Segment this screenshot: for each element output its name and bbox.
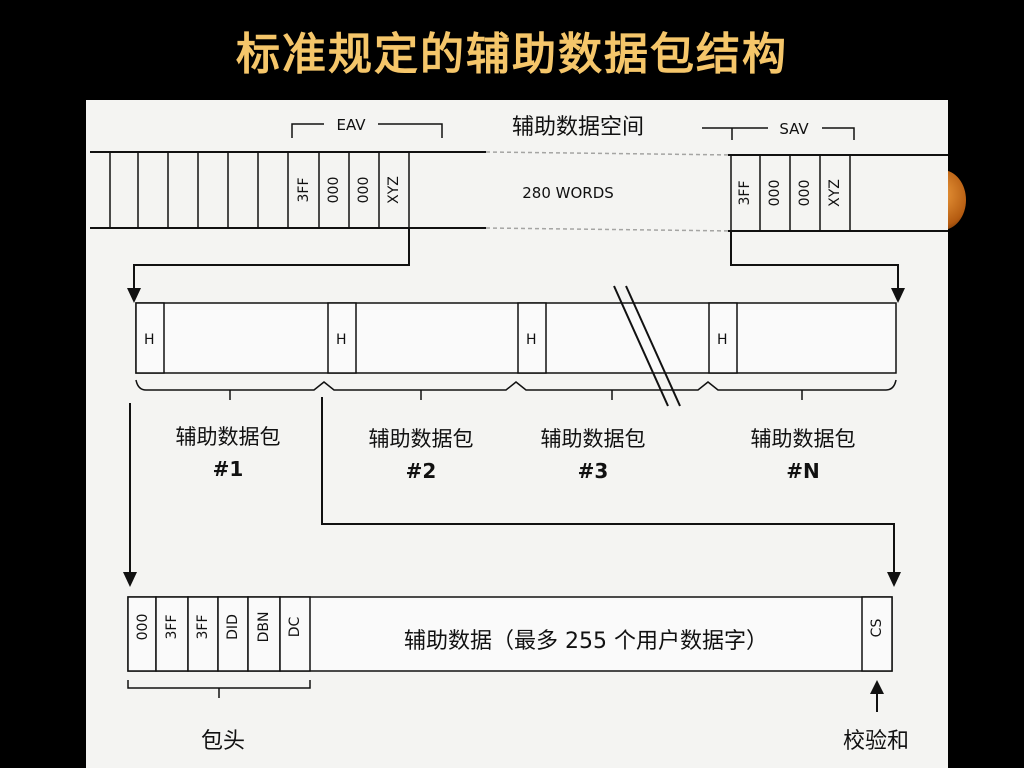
eav-word: 000 xyxy=(326,177,342,204)
header-field: 3FF xyxy=(195,614,211,639)
checksum-field: CS xyxy=(869,619,885,638)
sav-label: SAV xyxy=(779,120,809,138)
header-brace xyxy=(127,680,311,698)
words-count-label: 280 WORDS xyxy=(522,184,614,202)
eav-word: XYZ xyxy=(386,176,402,204)
packet-label-number: #2 xyxy=(406,459,437,483)
packet-label-number: #1 xyxy=(213,457,244,481)
sav-bracket: SAV xyxy=(702,120,855,140)
sav-word: 000 xyxy=(767,180,783,207)
connector-arrows-top xyxy=(127,228,905,303)
video-line xyxy=(90,151,948,232)
ancillary-packet-diagram: EAV SAV 辅助数据空间 280 WORDS 3FF 000 000 XYZ… xyxy=(90,115,948,754)
packet-label-number: #N xyxy=(786,459,820,483)
user-data-label: 辅助数据（最多 255 个用户数据字） xyxy=(404,629,768,654)
packet-label-name: 辅助数据包 xyxy=(369,427,474,451)
header-field: 000 xyxy=(135,614,151,641)
packet-header-marker: H xyxy=(336,332,347,348)
header-field: DID xyxy=(225,614,241,640)
packet-braces xyxy=(135,379,897,400)
sav-word: XYZ xyxy=(827,179,843,207)
packet-header-marker: H xyxy=(717,332,728,348)
checksum-arrow xyxy=(870,680,884,712)
packet-row xyxy=(135,285,897,407)
sav-word: 000 xyxy=(797,180,813,207)
packet-header-marker: H xyxy=(144,332,155,348)
slide-title: 标准规定的辅助数据包结构 xyxy=(236,29,788,80)
packet-label-name: 辅助数据包 xyxy=(176,425,281,449)
eav-word: 000 xyxy=(356,177,372,204)
header-field: DBN xyxy=(256,612,272,643)
header-field: DC xyxy=(287,617,303,638)
packet-structure-row xyxy=(127,596,893,672)
ancillary-space-label: 辅助数据空间 xyxy=(512,115,644,140)
header-field: 3FF xyxy=(164,614,180,639)
figure-panel: EAV SAV 辅助数据空间 280 WORDS 3FF 000 000 XYZ… xyxy=(86,100,948,768)
packet-header-marker: H xyxy=(526,332,537,348)
eav-label: EAV xyxy=(336,116,366,134)
eav-bracket: EAV xyxy=(291,116,443,138)
eav-word: 3FF xyxy=(296,177,312,202)
packet-label-number: #3 xyxy=(578,459,609,483)
connector-arrows-bottom xyxy=(123,397,901,587)
header-label: 包头 xyxy=(201,729,245,754)
sav-word: 3FF xyxy=(737,180,753,205)
packet-label-name: 辅助数据包 xyxy=(541,427,646,451)
checksum-label: 校验和 xyxy=(843,729,909,754)
packet-label-name: 辅助数据包 xyxy=(751,427,856,451)
